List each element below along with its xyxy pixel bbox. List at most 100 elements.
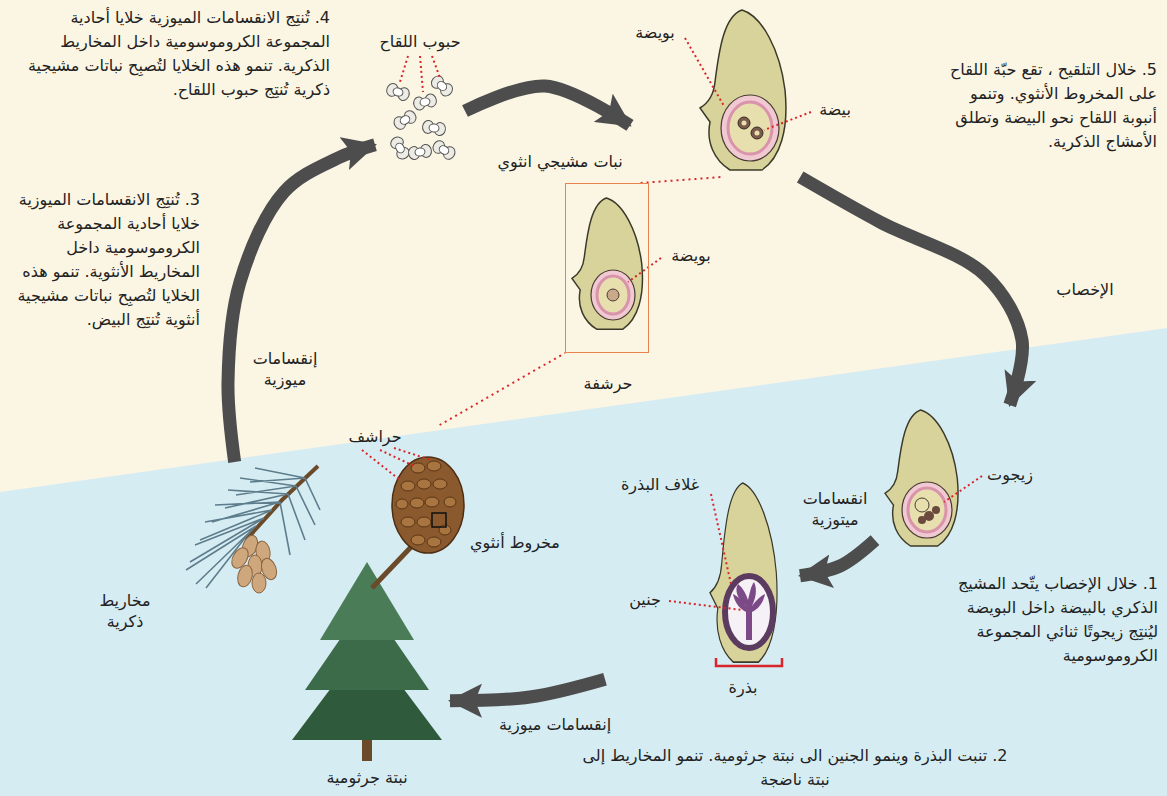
scale-inset-art xyxy=(572,198,661,329)
scale-inset-art xyxy=(591,270,635,320)
female-cone-art xyxy=(417,517,431,527)
female-gametophyte-art xyxy=(721,95,779,161)
female-gametophyte-art xyxy=(738,117,750,129)
callout-label: بويضة xyxy=(635,23,675,44)
step-note: 3. تُنتِج الانقسامات الميوزية خلايا أحاد… xyxy=(10,188,200,332)
step-note: 4. تُنتِج الانقسامات الميوزية خلايا أحاد… xyxy=(8,6,330,102)
female-cone: حراشف مخروط أنثوي xyxy=(345,425,565,557)
blue-ground xyxy=(0,328,1167,796)
scale-inset-art xyxy=(628,258,661,282)
female-cone-art xyxy=(392,457,464,553)
pollen-grains-art xyxy=(385,82,411,102)
callout-label: مخاريط ذكرية xyxy=(89,591,161,633)
pollen-grains-art xyxy=(431,139,457,162)
callout-label: حبوب اللقاح xyxy=(379,32,460,53)
seed-art xyxy=(710,483,777,662)
zygote-art xyxy=(902,482,952,538)
tree-art xyxy=(292,562,442,761)
cycle-arrow xyxy=(465,86,630,125)
arrow-label: إنقسامات ميوزية xyxy=(242,348,328,392)
seed-art xyxy=(669,483,782,666)
female-cone-art xyxy=(362,448,464,588)
callout-label: حراشف xyxy=(348,427,401,448)
female-cone-art xyxy=(410,498,424,508)
callout-label: زيجوت xyxy=(987,465,1033,486)
arrow-label: الإخصاب xyxy=(1052,279,1117,302)
female-gametophyte-art xyxy=(755,131,760,136)
leader-line xyxy=(440,353,565,425)
scale-inset-art xyxy=(572,198,642,329)
pollen-grains-art xyxy=(392,109,418,132)
pollen-grains-art xyxy=(400,56,440,92)
male-cones-art xyxy=(186,468,320,588)
seed-art xyxy=(716,658,782,666)
female-cone-art xyxy=(427,537,441,547)
female-gametophyte-art xyxy=(685,10,811,170)
male-cones-art xyxy=(228,533,279,593)
zygote-art xyxy=(918,516,926,524)
callout-label: مخروط أنثوي xyxy=(470,533,560,554)
male-cones-art xyxy=(186,466,320,593)
pollen-grains-art xyxy=(429,74,455,99)
female-gametophyte-art xyxy=(728,102,772,154)
scale-inset: بويضةحرشفة xyxy=(565,183,649,353)
zygote-art xyxy=(908,488,946,532)
pollen-grains-art xyxy=(389,135,412,161)
step-note: 1. خلال الإخصاب يتّحد المشيج الذكري بالب… xyxy=(940,572,1158,668)
female-gametophyte-art xyxy=(742,121,747,126)
male-cones-art xyxy=(252,573,266,593)
zygote-art xyxy=(915,498,929,512)
female-cone-art xyxy=(401,481,415,491)
male-cones: مخاريط ذكرية xyxy=(85,462,290,647)
scale-inset-art xyxy=(597,276,629,314)
female-cone-art xyxy=(417,479,431,489)
tree-art xyxy=(320,562,414,640)
female-cone-art xyxy=(433,479,447,489)
pollen-grains-art xyxy=(408,144,433,161)
arrow-label: إنقسامات ميوزية xyxy=(495,714,615,737)
callout-label: نبتة جرثومية xyxy=(326,768,407,789)
connector-group xyxy=(228,86,1023,701)
pollen-grains-art xyxy=(422,120,447,137)
callout-label: بيضة xyxy=(819,100,851,121)
female-cone-art xyxy=(372,546,412,588)
seed-art xyxy=(669,494,742,610)
step-note: 5. خلال التلقيح ، تقع حبّة اللقاح على ال… xyxy=(935,58,1157,154)
zygote-art xyxy=(885,410,958,546)
callout-label: جنين xyxy=(629,590,661,611)
female-cone-art xyxy=(396,461,456,547)
cycle-arrow xyxy=(228,145,375,462)
cycle-arrow xyxy=(800,177,1022,405)
leader-line xyxy=(641,177,722,183)
zygote-stage: زيجوت xyxy=(875,405,1050,565)
zygote-art xyxy=(944,476,982,502)
seed-art xyxy=(733,594,765,612)
zygote-art xyxy=(932,506,940,514)
stage-name: نبات مشيجي انثوي xyxy=(497,150,622,174)
female-cone-art xyxy=(432,513,446,527)
female-cone-art xyxy=(444,497,456,507)
seed-stage: غلاف البذرة جنين بذرة xyxy=(605,470,800,705)
arrow-label: انقسامات ميتوزية xyxy=(792,488,878,532)
callout-label: غلاف البذرة xyxy=(621,475,699,496)
female-cone-art xyxy=(396,499,408,509)
female-gametophyte-art xyxy=(700,10,786,170)
female-cone-art xyxy=(427,461,441,471)
callout-label: بذرة xyxy=(729,678,758,699)
callout-label: حرشفة xyxy=(584,374,633,395)
female-cone-art xyxy=(411,535,425,545)
female-cone-art xyxy=(425,497,439,507)
female-gametophyte-art xyxy=(751,127,763,139)
scale-inset-art xyxy=(607,289,619,301)
female-gametophyte: بويضة بيضة xyxy=(630,5,860,177)
female-cone-art xyxy=(401,517,415,527)
pollen-grains-art xyxy=(412,93,438,112)
seed-art xyxy=(725,576,773,648)
pollen-grains-art xyxy=(385,56,457,161)
cycle-arrow xyxy=(450,679,605,701)
female-cone-art xyxy=(362,448,431,480)
female-gametophyte-art xyxy=(685,38,811,130)
callout-label: بويضة xyxy=(671,246,711,267)
